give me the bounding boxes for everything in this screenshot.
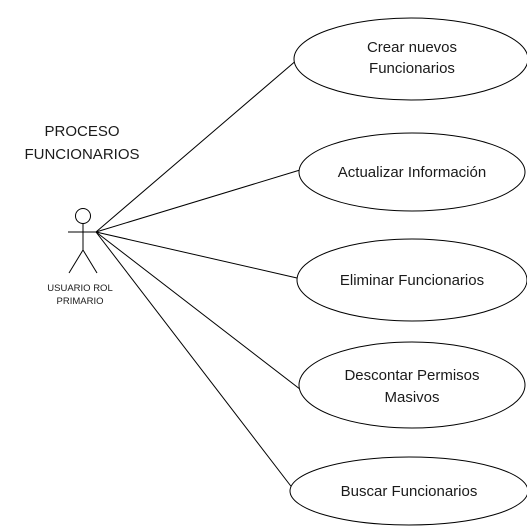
use-case-ellipse xyxy=(293,17,527,101)
use-case-descontar-permisos: Descontar Permisos Masivos xyxy=(298,341,526,429)
association-line-1 xyxy=(95,52,306,233)
use-case-label: Eliminar Funcionarios xyxy=(340,272,484,289)
actor-label-line-2: PRIMARIO xyxy=(57,296,104,307)
association-line-4 xyxy=(95,231,306,394)
use-case-label-line-2: Funcionarios xyxy=(369,60,455,77)
actor-label-line-1: USUARIO ROL xyxy=(47,283,112,294)
actor-head xyxy=(75,208,91,224)
diagram-title-line-1: PROCESO xyxy=(44,123,119,140)
use-case-ellipse xyxy=(296,238,527,322)
use-case-crear-funcionarios: Crear nuevos Funcionarios xyxy=(293,17,527,101)
association-line-3 xyxy=(95,231,298,279)
use-case-actualizar-informacion: Actualizar Información xyxy=(298,132,526,212)
use-case-buscar-funcionarios: Buscar Funcionarios xyxy=(289,456,527,526)
diagram-title-line-2: FUNCIONARIOS xyxy=(24,146,139,163)
use-case-label-line-2: Masivos xyxy=(384,389,439,406)
actor-figure xyxy=(68,208,98,274)
use-case-label: Actualizar Información xyxy=(338,164,486,181)
use-case-label-line-1: Crear nuevos xyxy=(367,39,457,56)
association-line-2 xyxy=(95,169,301,233)
actor-right-leg xyxy=(82,249,98,274)
use-case-eliminar-funcionarios: Eliminar Funcionarios xyxy=(296,238,527,322)
actor-left-leg xyxy=(68,249,84,274)
use-case-ellipse xyxy=(289,456,527,526)
use-case-ellipse xyxy=(298,341,526,429)
use-case-ellipse xyxy=(298,132,526,212)
association-lines xyxy=(95,52,306,499)
use-case-label-line-1: Descontar Permisos xyxy=(344,367,479,384)
use-case-label: Buscar Funcionarios xyxy=(341,483,478,500)
association-line-5 xyxy=(95,231,301,499)
